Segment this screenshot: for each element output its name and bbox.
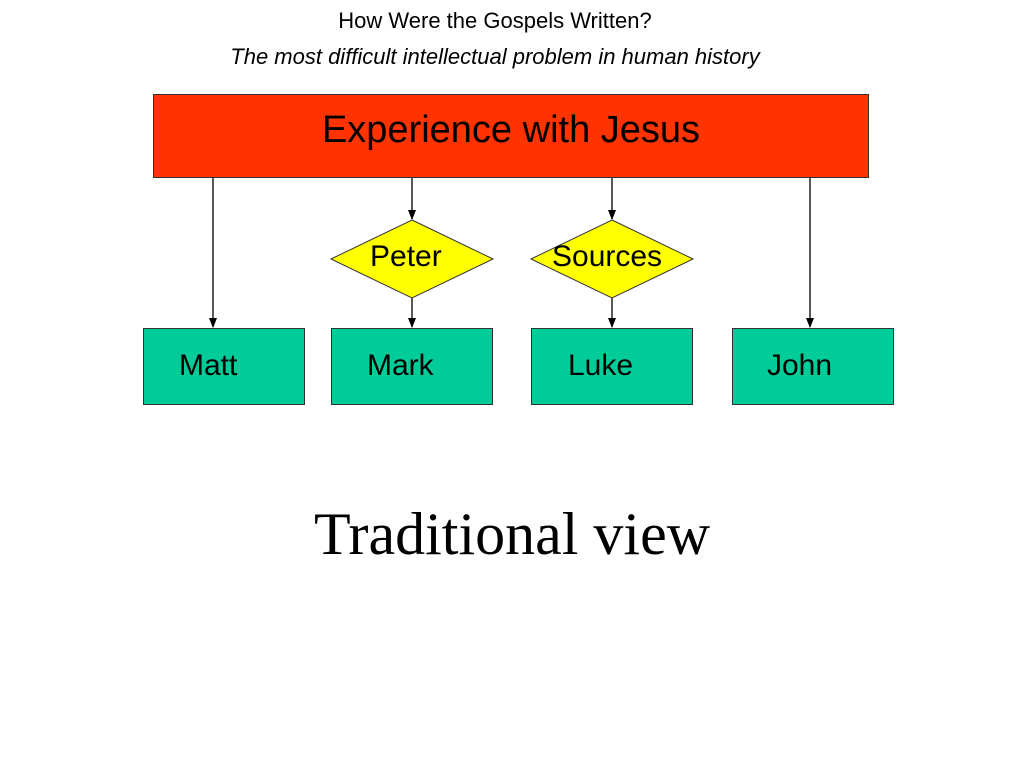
peter-label: Peter (370, 240, 442, 273)
john-box: John (732, 328, 894, 405)
mark-label: Mark (367, 349, 434, 382)
sources-label: Sources (552, 240, 663, 273)
matt-box: Matt (143, 328, 305, 405)
experience-box: Experience with Jesus (153, 94, 869, 178)
slide-subtitle: The most difficult intellectual problem … (230, 44, 760, 69)
slide-title: How Were the Gospels Written? (338, 8, 652, 33)
sources-diamond (529, 219, 695, 299)
john-label: John (767, 349, 833, 382)
matt-label: Matt (179, 349, 238, 382)
traditional-view-caption: Traditional view (313, 501, 711, 567)
mark-box: Mark (331, 328, 493, 405)
luke-box: Luke (531, 328, 693, 405)
experience-label: Experience with Jesus (321, 109, 701, 151)
peter-diamond (329, 219, 495, 299)
luke-label: Luke (568, 349, 634, 382)
